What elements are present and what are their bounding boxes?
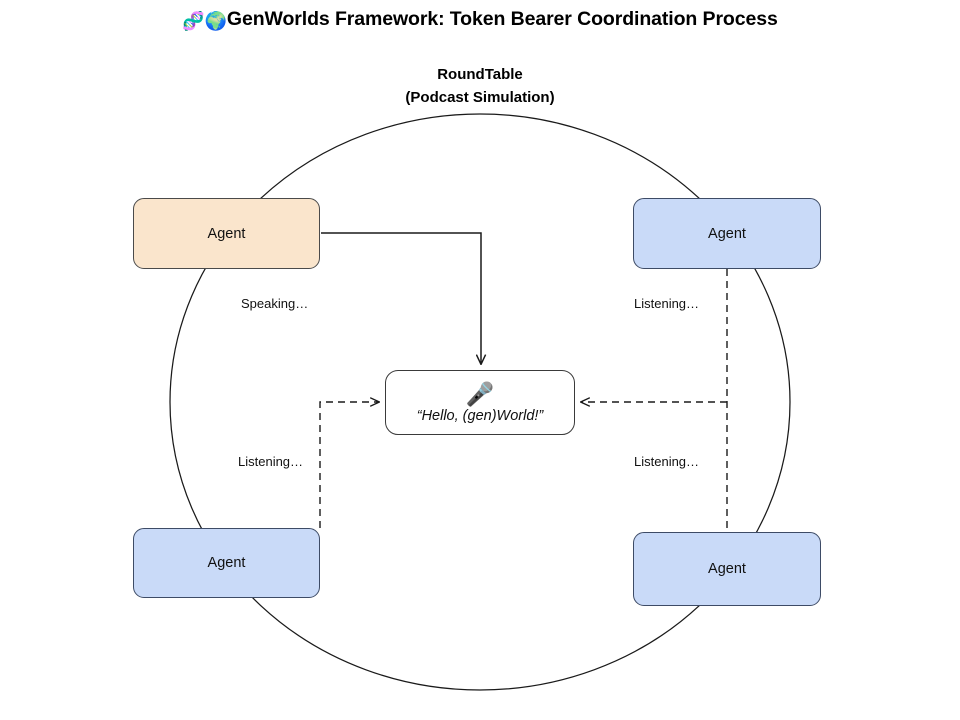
microphone-icon: 🎤 bbox=[465, 381, 495, 407]
agent-label: Agent bbox=[207, 225, 246, 242]
edge-label-listening-bottom-right: Listening… bbox=[634, 454, 700, 469]
diagram-subtitle: RoundTable (Podcast Simulation) bbox=[330, 63, 630, 109]
diagram-subtitle-line2: (Podcast Simulation) bbox=[405, 89, 555, 106]
edge-speaking-solid bbox=[321, 232, 481, 364]
edge-listening-bottom-left-dashed bbox=[319, 402, 379, 528]
page-title-text: GenWorlds Framework: Token Bearer Coordi… bbox=[226, 8, 778, 30]
page-title: 🧬🌍GenWorlds Framework: Token Bearer Coor… bbox=[0, 8, 960, 32]
agent-node-bottom-right[interactable]: Agent bbox=[633, 532, 821, 606]
agent-node-top-right[interactable]: Agent bbox=[633, 198, 821, 269]
message-text: “Hello, (gen)World!” bbox=[416, 408, 544, 424]
edge-label-listening-top-right: Listening… bbox=[634, 296, 700, 311]
roundtable-ring bbox=[169, 113, 791, 691]
edge-label-speaking: Speaking… bbox=[241, 296, 309, 311]
diagram-subtitle-line1: RoundTable bbox=[437, 66, 523, 83]
agent-label: Agent bbox=[708, 225, 746, 242]
agent-label: Agent bbox=[708, 561, 746, 577]
dna-icon: 🧬 bbox=[182, 11, 205, 31]
edge-label-listening-bottom-left: Listening… bbox=[238, 454, 304, 469]
message-node[interactable]: 🎤 “Hello, (gen)World!” bbox=[385, 370, 575, 435]
agent-node-top-left[interactable]: Agent bbox=[133, 198, 320, 269]
globe-icon: 🌍 bbox=[204, 11, 227, 31]
agent-label: Agent bbox=[207, 555, 246, 571]
agent-node-bottom-left[interactable]: Agent bbox=[133, 528, 320, 598]
